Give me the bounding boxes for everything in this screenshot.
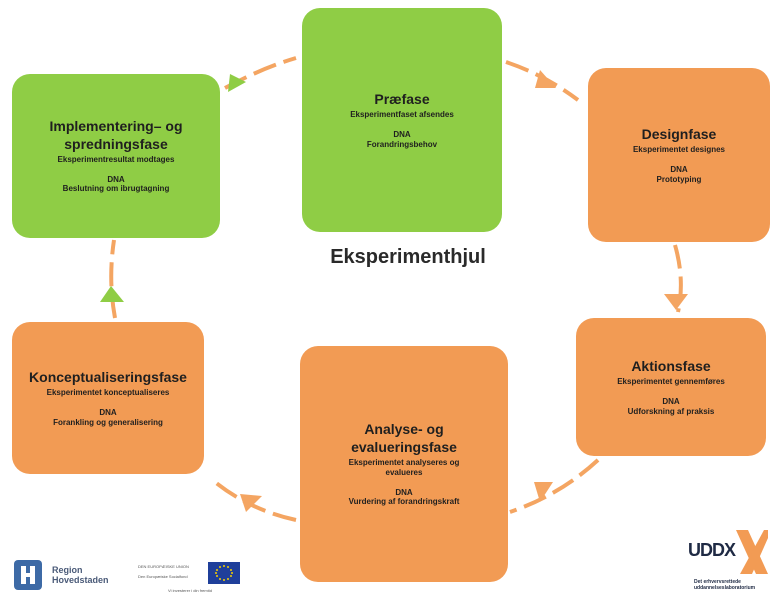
- diagram-title: Eksperimenthjul: [330, 246, 486, 268]
- designfase-title: Designfase: [641, 125, 717, 142]
- aktionsfase-dna-label: DNA: [662, 396, 680, 406]
- arrow-koncept-to-implementering: [109, 239, 117, 319]
- praefase-subtitle: Eksperimentfaset afsendes: [350, 110, 454, 120]
- designfase-dna-label: DNA: [670, 164, 688, 174]
- eu-line3: Vi investerer i din fremtid: [168, 588, 212, 593]
- phase-designfase: Designfase Eksperimentet designes DNA Pr…: [588, 68, 770, 242]
- arrowhead-koncept: [240, 494, 262, 512]
- arrowhead-aktionsfase: [664, 294, 688, 310]
- konceptfase-title: Konceptualiseringsfase: [29, 368, 187, 385]
- analysefase-subtitle-line1: Eksperimentet analyseres og: [348, 458, 460, 468]
- uddx-logo: UDDX Det erhvervsrettede uddannelseslabo…: [688, 530, 770, 594]
- analysefase-dna-value: Vurdering af forandringskraft: [348, 497, 460, 507]
- region-hovedstaden-logo: Region Hovedstaden: [14, 560, 109, 590]
- arrow-aktionsfase-to-analyse: [509, 458, 600, 514]
- phase-praefase: Præfase Eksperimentfaset afsendes DNA Fo…: [302, 8, 502, 232]
- designfase-subtitle: Eksperimentet designes: [632, 145, 726, 155]
- region-logo-text: Region Hovedstaden: [52, 564, 109, 585]
- praefase-dna-value: Forandringsbehov: [366, 139, 438, 149]
- analysefase-subtitle-line2: evalueres: [385, 467, 423, 477]
- phase-analysefase: Analyse- og evalueringsfase Eksperimente…: [300, 346, 508, 582]
- implementering-title-line2: spredningsfase: [64, 135, 168, 152]
- aktionsfase-title: Aktionsfase: [631, 357, 711, 374]
- konceptfase-dna-label: DNA: [99, 407, 117, 417]
- region-h-icon: [14, 560, 42, 590]
- implementering-dna-label: DNA: [107, 174, 125, 184]
- praefase-dna-label: DNA: [393, 129, 411, 139]
- arrow-designfase-to-aktionsfase: [673, 244, 683, 313]
- uddx-wordmark: UDDX: [688, 540, 736, 560]
- aktionsfase-dna-value: Udforskning af praksis: [627, 406, 715, 416]
- arrowhead-implementering: [100, 286, 124, 302]
- aktionsfase-subtitle: Eksperimentet gennemføres: [617, 377, 725, 387]
- phase-aktionsfase: Aktionsfase Eksperimentet gennemføres DN…: [576, 318, 766, 456]
- arrowhead-analyse: [534, 482, 553, 502]
- eu-line1: DEN EUROPÆISKE UNION: [138, 564, 189, 569]
- implementering-dna-value: Beslutning om ibrugtagning: [62, 184, 170, 194]
- arrowhead-praefase: [228, 74, 246, 92]
- phase-konceptfase: Konceptualiseringsfase Eksperimentet kon…: [12, 322, 204, 474]
- praefase-title: Præfase: [374, 90, 430, 107]
- arrowhead-designfase: [535, 70, 556, 88]
- phase-implementering: Implementering– og spredningsfase Eksper…: [12, 74, 220, 238]
- uddx-x-icon: [736, 530, 768, 574]
- konceptfase-subtitle: Eksperimentet konceptualiseres: [46, 388, 170, 398]
- uddx-tagline: Det erhvervsrettede uddannelseslaborator…: [694, 579, 756, 591]
- implementering-subtitle: Eksperimentresultat modtages: [57, 155, 175, 165]
- arrow-analyse-to-koncept: [213, 480, 297, 522]
- analysefase-title-line2: evalueringsfase: [351, 438, 457, 455]
- konceptfase-dna-value: Forankling og generalisering: [53, 417, 163, 427]
- eu-socialfond-logo: DEN EUROPÆISKE UNION Den Europæiske Soci…: [138, 562, 242, 593]
- implementering-title-line1: Implementering– og: [49, 118, 183, 135]
- eu-flag-icon: [208, 562, 240, 584]
- analysefase-title-line1: Analyse- og: [364, 421, 444, 438]
- eu-line2: Den Europæiske Socialfond: [138, 574, 188, 579]
- analysefase-dna-label: DNA: [395, 487, 413, 497]
- designfase-dna-value: Prototyping: [656, 174, 702, 184]
